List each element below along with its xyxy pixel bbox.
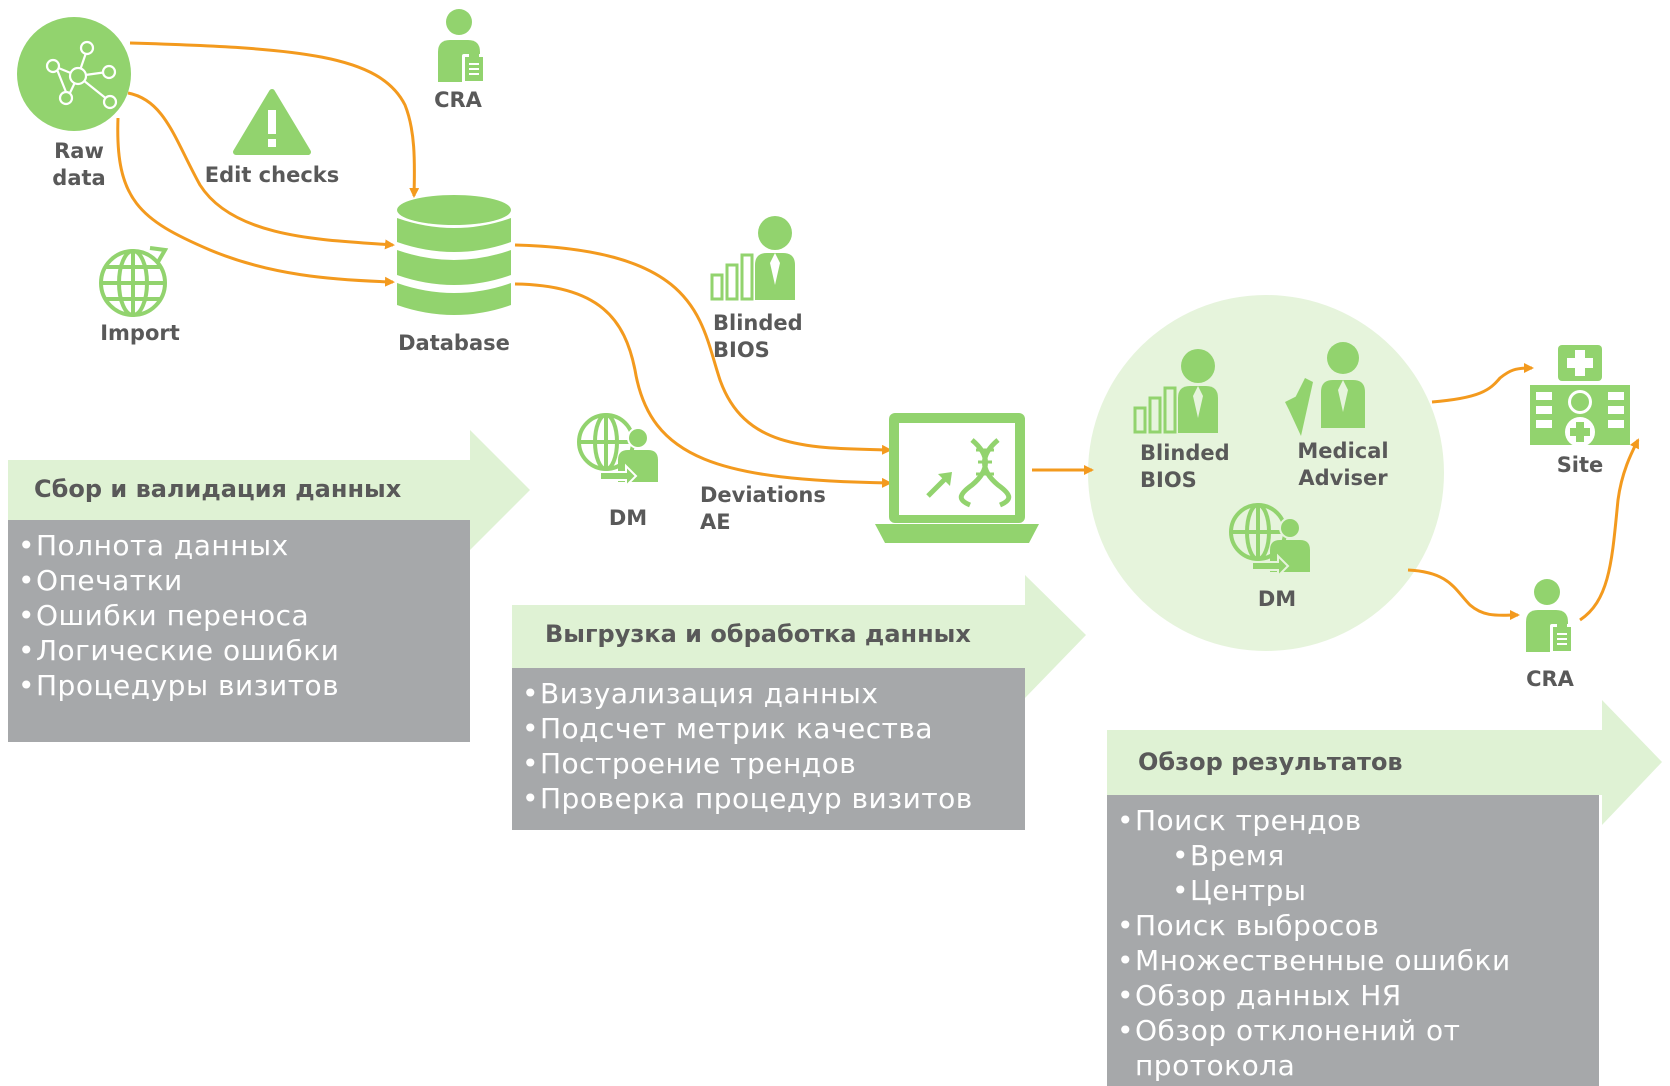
bullet-item: Поиск трендов	[1117, 803, 1589, 838]
stage-box-review: Поиск трендов Время Центры Поиск выбросо…	[1107, 795, 1599, 1086]
label-medical-adviser: Medical Adviser	[1297, 439, 1389, 490]
bullet-list-process: Визуализация данных Подсчет метрик качес…	[522, 676, 1015, 816]
bullet-item: Визуализация данных	[522, 676, 1015, 711]
stage-box-collect: Полнота данных Опечатки Ошибки переноса …	[8, 520, 470, 742]
database-icon	[397, 195, 511, 315]
bullet-item: Ошибки переноса	[18, 598, 460, 633]
bullet-item: Множественные ошибки	[1117, 943, 1589, 978]
flow-arrow-import-to-database	[116, 117, 395, 287]
person-clipboard-icon	[438, 9, 486, 84]
bullet-item: Процедуры визитов	[18, 668, 460, 703]
stage-arrow-review	[1107, 700, 1662, 825]
flow-arrow-circle-to-cra	[1407, 568, 1520, 621]
stage-title-process: Выгрузка и обработка данных	[545, 620, 971, 648]
person-clipboard-icon	[1526, 579, 1574, 654]
bullet-item: Проверка процедур визитов	[522, 781, 1015, 816]
bullet-item: Подсчет метрик качества	[522, 711, 1015, 746]
label-cra-top: CRA	[434, 88, 482, 112]
globe-person-icon	[1229, 503, 1310, 579]
bullet-item: Логические ошибки	[18, 633, 460, 668]
label-dm-left: DM	[608, 506, 648, 530]
person-chart-icon	[1133, 349, 1218, 434]
flow-arrow-editchecks-to-database	[127, 91, 395, 250]
flow-arrow-database-to-laptop-bottom	[514, 282, 892, 488]
label-import: Import	[100, 321, 180, 345]
stage-title-review: Обзор результатов	[1138, 748, 1403, 776]
person-chart-icon	[710, 216, 795, 301]
stage-title-collect: Сбор и валидация данных	[34, 475, 402, 503]
label-dm-circle: DM	[1257, 587, 1297, 611]
bullet-list-review: Поиск трендов Время Центры Поиск выбросо…	[1117, 803, 1589, 1083]
label-edit-checks: Edit checks	[204, 163, 340, 187]
label-database: Database	[398, 331, 510, 355]
globe-icon	[99, 246, 169, 317]
flow-arrow-database-to-laptop-top	[514, 243, 892, 455]
stage-box-process: Визуализация данных Подсчет метрик качес…	[512, 668, 1025, 830]
laptop-dna-icon	[875, 413, 1039, 543]
label-deviations: Deviations AE	[700, 483, 826, 534]
warning-icon	[233, 89, 311, 155]
hospital-icon	[1530, 345, 1630, 447]
label-cra-right: CRA	[1526, 667, 1574, 691]
network-icon	[17, 17, 131, 131]
label-site: Site	[1556, 453, 1604, 477]
label-blinded-bios-top: Blinded BIOS	[713, 311, 803, 362]
bullet-item: Построение трендов	[522, 746, 1015, 781]
label-raw-data: Raw data	[52, 139, 106, 190]
bullet-item: Опечатки	[18, 563, 460, 598]
bullet-subitem: Центры	[1117, 873, 1589, 908]
stage-arrow-process	[512, 575, 1086, 698]
flow-arrow-raw-to-database	[129, 41, 420, 198]
label-blinded-bios-circle: Blinded BIOS	[1140, 441, 1230, 492]
bullet-list-collect: Полнота данных Опечатки Ошибки переноса …	[18, 528, 460, 703]
bullet-item: Поиск выбросов	[1117, 908, 1589, 943]
bullet-subitem: Время	[1117, 838, 1589, 873]
flow-arrow-cra-to-site	[1579, 438, 1640, 622]
bullet-item: Полнота данных	[18, 528, 460, 563]
person-pen-icon	[1285, 342, 1365, 436]
bullet-item: Обзор данных НЯ	[1117, 978, 1589, 1013]
globe-person-icon	[577, 413, 658, 489]
bullet-item: Обзор отклонений от протокола	[1117, 1013, 1589, 1083]
flow-arrow-circle-to-site	[1431, 363, 1534, 404]
